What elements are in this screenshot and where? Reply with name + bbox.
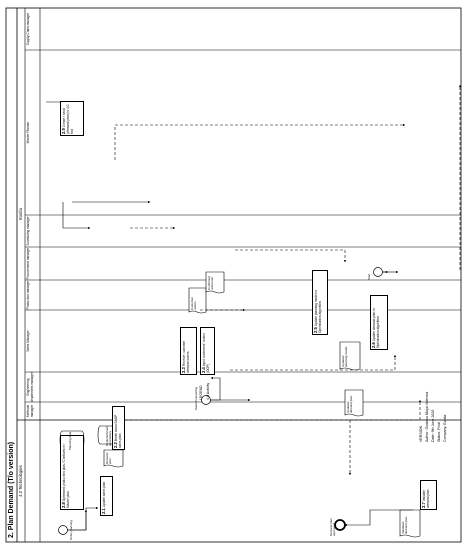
lane-label-methods: Methods manager xyxy=(26,404,34,418)
task-create-send-tool: 2.9 Create / send (demand plan) to 4.0 t… xyxy=(60,101,84,136)
doc-demand-plan: Demand plan xyxy=(105,452,113,464)
legend-heading: LEGEND xyxy=(199,385,203,400)
task-text: Update planning model in Optimisation al… xyxy=(314,290,322,333)
version-company: Company: Exotia xyxy=(443,414,447,442)
task-update-sales-plan: 2.1 Update sales plan xyxy=(100,476,113,516)
task-text: Optimised production plan / Confluence /… xyxy=(62,443,70,508)
lane-label-procurement: Procurement manager xyxy=(26,247,30,280)
version-heading: VERSION xyxy=(419,425,423,442)
doc-updated-planning-model: Updated planning model xyxy=(341,346,349,367)
task-id: 2.1 xyxy=(101,508,106,514)
pool-label-left: 4.0 Technologies xyxy=(18,465,23,497)
task-update-planning-model: 2.5 Update planning model in Optimisatio… xyxy=(312,270,328,335)
legend-item: 4.0 Activity xyxy=(206,382,210,400)
task-update-demand-plan: 2.6 Update demand plan in Optimisation a… xyxy=(370,295,388,350)
lane-label-engineering: Engineering department manager xyxy=(26,372,34,402)
doc-customer-orders: Customer orders xyxy=(190,296,198,310)
store-label-planning: Planning data xyxy=(68,431,72,450)
version-author: Author: Gustavo Moya Valencia xyxy=(425,391,429,442)
task-break-down-plan: 2.2 Break down S&OP sales plan xyxy=(112,406,125,450)
doc-confirmed-orders: Confirmed orders list xyxy=(207,276,215,290)
event-label-start: Start xyxy=(367,273,371,280)
doc-validated-demand-plan: Validated demand plan xyxy=(401,516,409,534)
lane-label-scheduling: Scheduling manager xyxy=(26,216,30,246)
lane-dividers xyxy=(25,49,461,403)
lane-label-sales: Sales Manager xyxy=(26,330,30,352)
document-shapes xyxy=(103,271,421,538)
lane-label-supply-chain: Supply Chain manager xyxy=(26,12,30,46)
doc-updated-demand-plan: Updated demand plan xyxy=(346,395,354,413)
event-label-sales-forecasting: Sales forecasting xyxy=(194,386,198,410)
store-label-replenishment: Replenishment parameters xyxy=(105,425,113,446)
version-date: Date: 9th June 2020 xyxy=(431,409,435,442)
event-label-end: Demand plan approved xyxy=(329,518,337,536)
task-validate-demand-plan: 2.7 Validate demand plan xyxy=(420,480,437,510)
task-text: Update sales plan xyxy=(102,481,106,508)
start-event-order-planning xyxy=(58,525,68,535)
sequence-flows xyxy=(46,101,413,531)
task-receive-orders: 2.3 Receive customer demand orders xyxy=(180,327,197,375)
diagram-title: 2. Plan Demand (T/o version) xyxy=(8,441,15,538)
pool-label-right: Exotia xyxy=(18,208,23,220)
lane-label-master-planner: Master Planner xyxy=(26,121,30,144)
lane-label-production: Production manager xyxy=(26,280,30,310)
task-input-orders: 2.4 Input customers' orders (OOP) xyxy=(200,327,215,375)
outer-frame xyxy=(5,7,462,543)
version-status: Status: Final xyxy=(437,422,441,442)
start-event-start xyxy=(373,267,383,277)
event-label-order-planning: Order planning xyxy=(69,520,73,540)
